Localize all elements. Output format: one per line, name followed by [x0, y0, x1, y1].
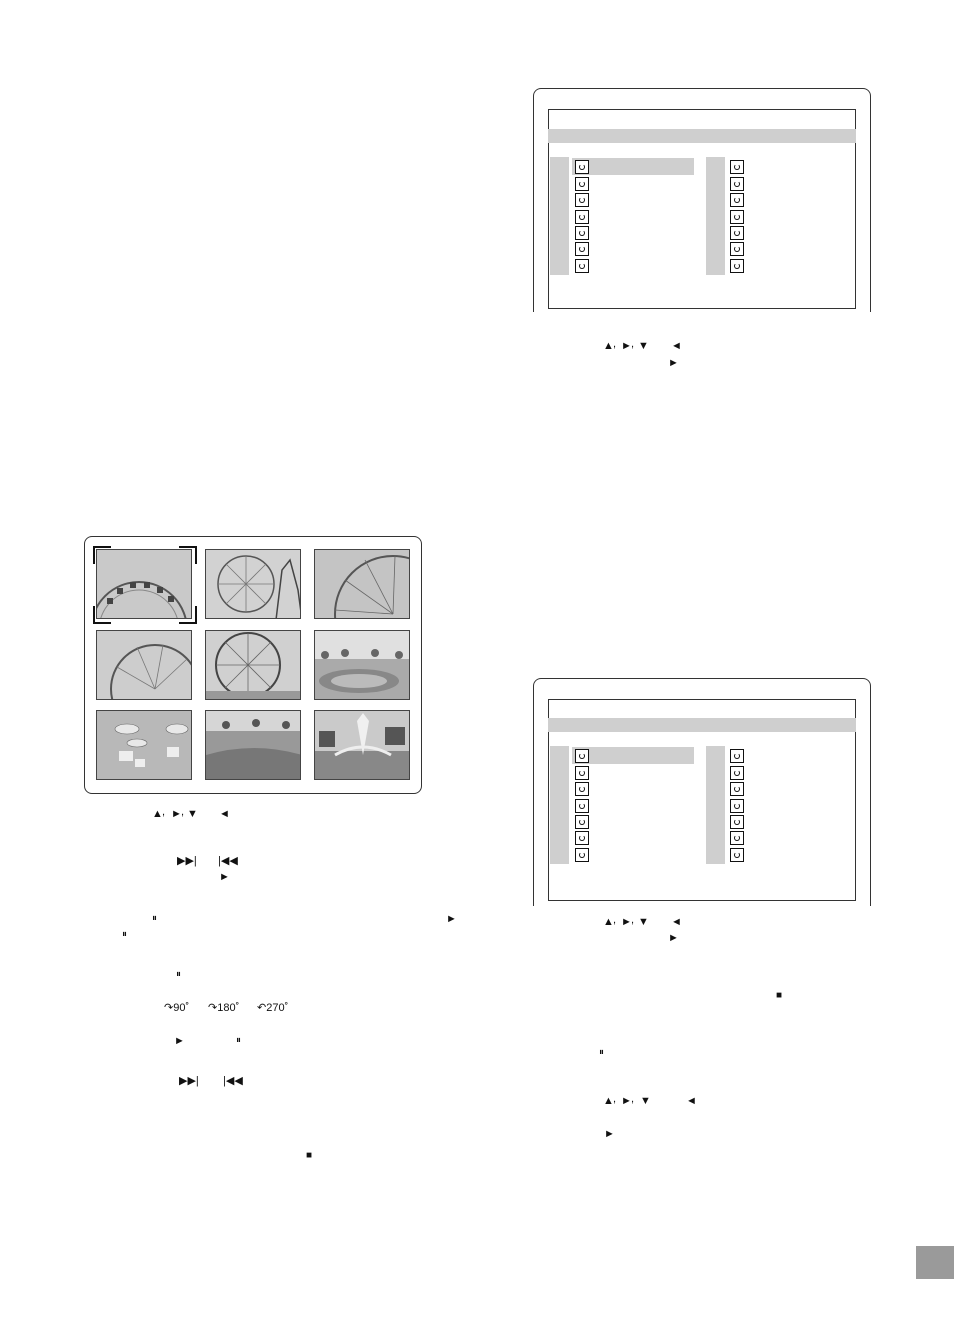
- rotate-90-icon: ↷90˚: [164, 1002, 190, 1014]
- play-icon: ►: [446, 913, 457, 925]
- file-icon[interactable]: [730, 749, 744, 763]
- menu-right-column-strip: [706, 157, 725, 275]
- menu-title-bar: [548, 129, 856, 143]
- pause-icon: ⏸: [122, 929, 127, 940]
- file-icon[interactable]: [730, 226, 744, 240]
- file-icon[interactable]: [730, 210, 744, 224]
- menu-nav-down-icon: ▼: [638, 916, 649, 928]
- file-icon[interactable]: [730, 815, 744, 829]
- nav-comma: ,: [613, 338, 617, 350]
- file-icon[interactable]: [575, 259, 589, 273]
- play-icon: ►: [668, 357, 679, 369]
- pause-icon: ⏸: [152, 913, 157, 924]
- play-icon: ►: [604, 1128, 615, 1140]
- file-icon[interactable]: [575, 749, 589, 763]
- nav-left-icon: ◄: [686, 1095, 697, 1107]
- file-icon[interactable]: [730, 193, 744, 207]
- menu-left-column-strip: [550, 746, 569, 864]
- thumb-nav-up-icon: ▲: [152, 808, 163, 820]
- thumbnail-1[interactable]: [96, 549, 192, 619]
- thumb-nav-left-icon: ◄: [219, 808, 230, 820]
- next-icon: ▶▶|: [177, 855, 197, 867]
- selection-corner-br: [179, 606, 197, 624]
- nav-comma: ,: [631, 1093, 635, 1105]
- rotate-270-icon: ↶270˚: [257, 1002, 289, 1014]
- selection-corner-bl: [93, 606, 111, 624]
- selection-corner-tl: [93, 546, 111, 564]
- menu-screen-bottom: [533, 678, 871, 906]
- rotate-180-icon: ↷180˚: [208, 1002, 240, 1014]
- file-icon[interactable]: [730, 782, 744, 796]
- nav-right-icon: ►: [621, 1095, 632, 1107]
- file-icon[interactable]: [575, 799, 589, 813]
- menu-screen-top: [533, 88, 871, 312]
- thumbnail-4[interactable]: [96, 630, 192, 700]
- file-icon[interactable]: [575, 848, 589, 862]
- file-icon[interactable]: [575, 242, 589, 256]
- menu-title-bar: [548, 718, 856, 732]
- file-icon[interactable]: [730, 259, 744, 273]
- next-icon: ▶▶|: [179, 1075, 199, 1087]
- nav-comma: ,: [162, 806, 166, 818]
- menu-left-column-strip: [550, 157, 569, 275]
- nav-down-icon: ▼: [640, 1095, 651, 1107]
- file-icon[interactable]: [730, 160, 744, 174]
- play-icon: ►: [668, 932, 679, 944]
- file-icon[interactable]: [575, 160, 589, 174]
- stop-icon: ■: [776, 990, 783, 1001]
- menu-nav-left-icon: ◄: [671, 916, 682, 928]
- selection-corner-tr: [179, 546, 197, 564]
- nav-comma: ,: [181, 806, 185, 818]
- stop-icon: ■: [306, 1150, 313, 1161]
- file-icon[interactable]: [575, 782, 589, 796]
- thumbnail-panel: [84, 536, 422, 794]
- nav-comma: ,: [613, 914, 617, 926]
- previous-icon: |◀◀: [223, 1075, 243, 1087]
- page-tab: [916, 1246, 954, 1279]
- file-icon[interactable]: [575, 193, 589, 207]
- previous-icon: |◀◀: [218, 855, 238, 867]
- file-icon[interactable]: [730, 177, 744, 191]
- file-icon[interactable]: [730, 848, 744, 862]
- menu-nav-up-icon: ▲: [603, 916, 614, 928]
- thumb-nav-down-icon: ▼: [187, 808, 198, 820]
- menu-nav-right-icon: ►: [621, 340, 632, 352]
- nav-comma: ,: [631, 914, 635, 926]
- file-icon[interactable]: [730, 831, 744, 845]
- menu-nav-left-icon: ◄: [671, 340, 682, 352]
- thumbnail-5[interactable]: [205, 630, 301, 700]
- file-icon[interactable]: [575, 766, 589, 780]
- thumbnail-9[interactable]: [314, 710, 410, 780]
- menu-selected-row[interactable]: [572, 747, 694, 764]
- file-icon[interactable]: [730, 799, 744, 813]
- thumb-nav-right-icon: ►: [171, 808, 182, 820]
- nav-comma: ,: [613, 1093, 617, 1105]
- menu-nav-down-icon: ▼: [638, 340, 649, 352]
- thumbnail-2[interactable]: [205, 549, 301, 619]
- thumbnail-6[interactable]: [314, 630, 410, 700]
- pause-icon: ⏸: [236, 1035, 241, 1046]
- nav-comma: ,: [631, 338, 635, 350]
- menu-selected-row[interactable]: [572, 158, 694, 175]
- menu-screen-inner: [548, 699, 856, 901]
- pause-icon: ⏸: [176, 969, 181, 980]
- file-icon[interactable]: [575, 831, 589, 845]
- file-icon[interactable]: [575, 210, 589, 224]
- thumbnail-7[interactable]: [96, 710, 192, 780]
- file-icon[interactable]: [730, 242, 744, 256]
- pause-icon: ⏸: [599, 1047, 604, 1058]
- menu-nav-up-icon: ▲: [603, 340, 614, 352]
- play-icon: ►: [174, 1035, 185, 1047]
- play-icon: ►: [219, 871, 230, 883]
- menu-nav-right-icon: ►: [621, 916, 632, 928]
- file-icon[interactable]: [575, 815, 589, 829]
- thumbnail-3[interactable]: [314, 549, 410, 619]
- menu-right-column-strip: [706, 746, 725, 864]
- file-icon[interactable]: [730, 766, 744, 780]
- nav-up-icon: ▲: [603, 1095, 614, 1107]
- thumbnail-8[interactable]: [205, 710, 301, 780]
- file-icon[interactable]: [575, 177, 589, 191]
- file-icon[interactable]: [575, 226, 589, 240]
